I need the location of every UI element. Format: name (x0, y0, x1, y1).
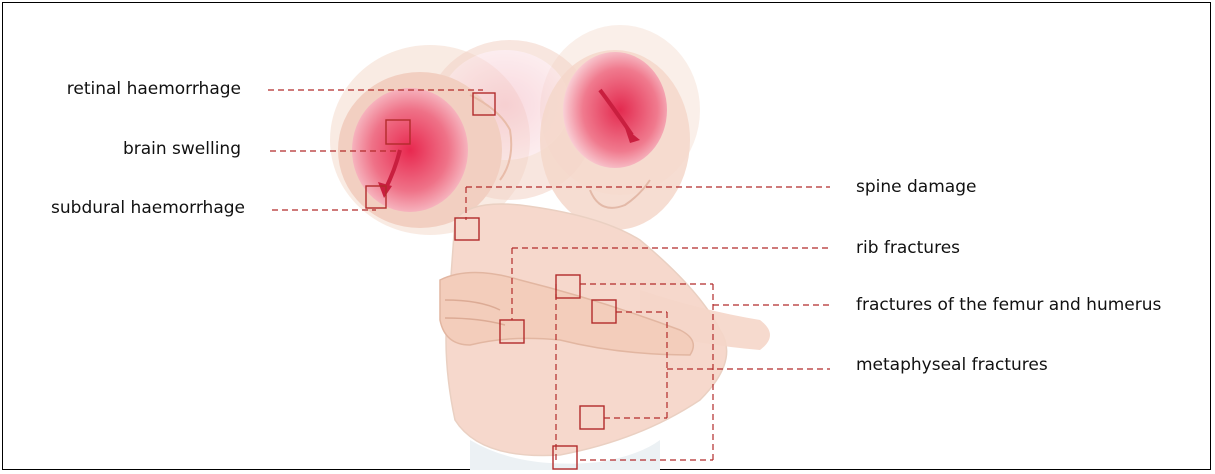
label-subdural-haemorrhage: subdural haemorrhage (51, 198, 245, 218)
label-femur-humerus: fractures of the femur and humerus (856, 295, 1161, 315)
forward-head (540, 50, 690, 230)
label-retinal-haemorrhage: retinal haemorrhage (67, 79, 241, 99)
label-spine-damage: spine damage (856, 177, 976, 197)
label-rib-fractures: rib fractures (856, 238, 960, 258)
label-metaphyseal-fractures: metaphyseal fractures (856, 355, 1048, 375)
label-brain-swelling: brain swelling (123, 139, 241, 159)
